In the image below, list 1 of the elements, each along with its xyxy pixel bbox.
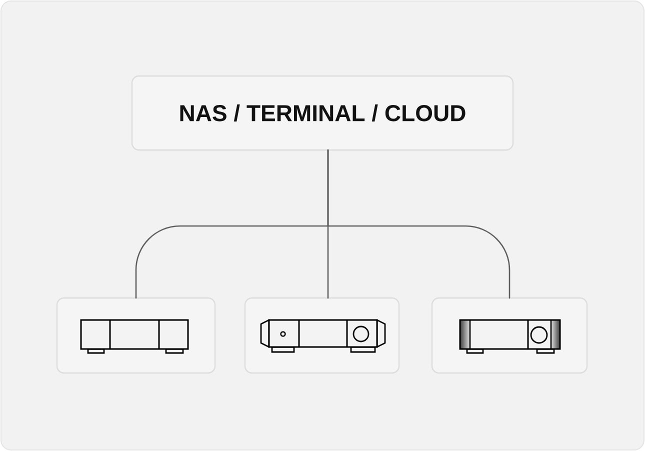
source-box: NAS / TERMINAL / CLOUD (131, 75, 514, 151)
